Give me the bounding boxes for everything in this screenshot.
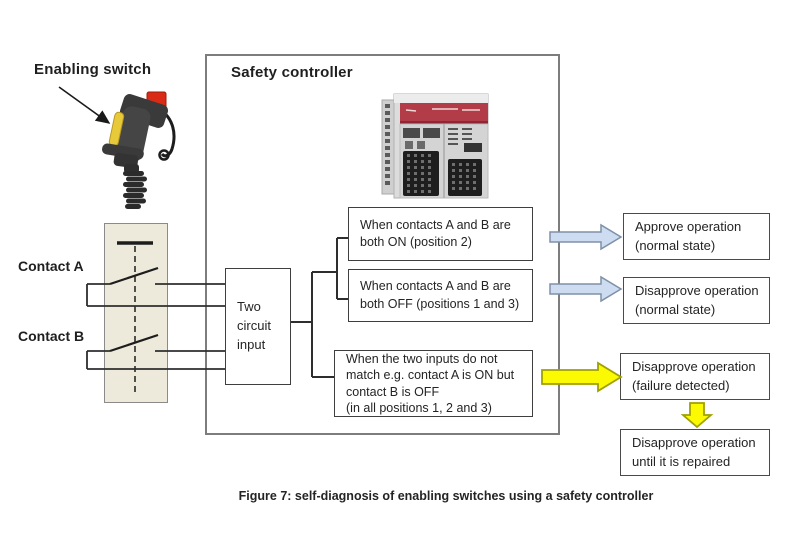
blue-arrow-approve xyxy=(549,223,623,251)
cable-neck xyxy=(124,164,139,173)
outcome-box-disapprove-normal: Disapprove operation (normal state) xyxy=(623,277,770,324)
condition-box-mismatch: When the two inputs do not match e.g. co… xyxy=(334,350,533,417)
enabling-switch-illustration xyxy=(102,91,176,209)
contact-a-label: Contact A xyxy=(18,258,84,274)
switch-head xyxy=(119,94,169,128)
coiled-cable xyxy=(123,171,147,209)
outcome-box-approve-normal: Approve operation (normal state) xyxy=(623,213,770,260)
blue-arrow-disapprove xyxy=(549,275,623,303)
strap-ring xyxy=(158,149,170,161)
condition-box-both-off: When contacts A and B are both OFF (posi… xyxy=(348,269,533,322)
annotation-arrow xyxy=(58,86,111,124)
outcome-box-disapprove-repair: Disapprove operation until it is repaire… xyxy=(620,429,770,476)
two-circuit-input-line: circuit xyxy=(237,318,271,334)
outcome-box-disapprove-failure: Disapprove operation (failure detected) xyxy=(620,353,770,400)
safety-controller-label: Safety controller xyxy=(231,64,353,81)
two-circuit-input-line: Two xyxy=(237,299,261,315)
estop-button xyxy=(146,91,167,109)
pommel xyxy=(113,152,139,169)
condition-box-both-on: When contacts A and B are both ON (posit… xyxy=(348,207,533,261)
switch-grip xyxy=(115,106,151,162)
two-circuit-input-line: input xyxy=(237,336,266,352)
figure-caption: Figure 7: self-diagnosis of enabling swi… xyxy=(238,489,654,503)
yellow-arrow-down xyxy=(680,402,714,429)
base-flange xyxy=(102,143,144,160)
contact-b-label: Contact B xyxy=(18,328,85,344)
enabling-switch-label: Enabling switch xyxy=(34,61,152,78)
strap xyxy=(154,105,176,158)
enabling-button xyxy=(108,111,125,147)
contact-switch-panel xyxy=(104,223,168,403)
two-circuit-input-box: Two circuit input xyxy=(225,268,291,385)
